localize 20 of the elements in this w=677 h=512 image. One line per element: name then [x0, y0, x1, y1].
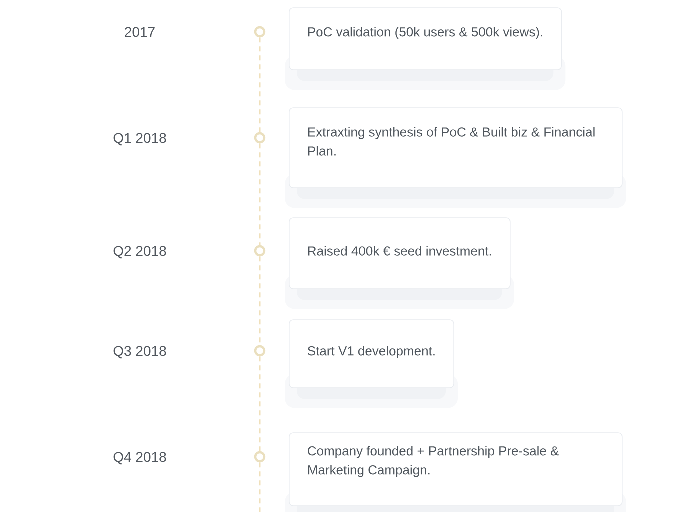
dashed-line: [259, 144, 261, 246]
dashed-line: [259, 462, 261, 512]
dashed-line: [259, 356, 261, 452]
text-card: Extraxting synthesis of PoC & Built biz & Financial Plan.: [289, 108, 623, 188]
timeline-dot: [254, 245, 266, 257]
timeline-dot: [254, 26, 266, 38]
year-label: Q2 2018: [114, 246, 166, 259]
text-card: Start V1 development.: [289, 320, 454, 388]
timeline-dot: [254, 345, 266, 357]
year-label: Q1 2018: [114, 133, 166, 146]
year-label: 2017: [125, 27, 155, 38]
dashed-line: [259, 38, 261, 132]
dashed-line: [259, 256, 261, 346]
timeline-dot: [254, 132, 266, 144]
year-label: Q3 2018: [114, 346, 166, 359]
text-card: PoC validation (50k users & 500k views).: [289, 8, 562, 70]
year-label: Q4 2018: [114, 452, 166, 465]
timeline-dot: [254, 451, 266, 463]
text-card: Raised 400k € seed investment.: [289, 218, 511, 290]
text-card: Company founded + Partnership Pre-sale & Marketing Campaign.: [289, 432, 623, 506]
